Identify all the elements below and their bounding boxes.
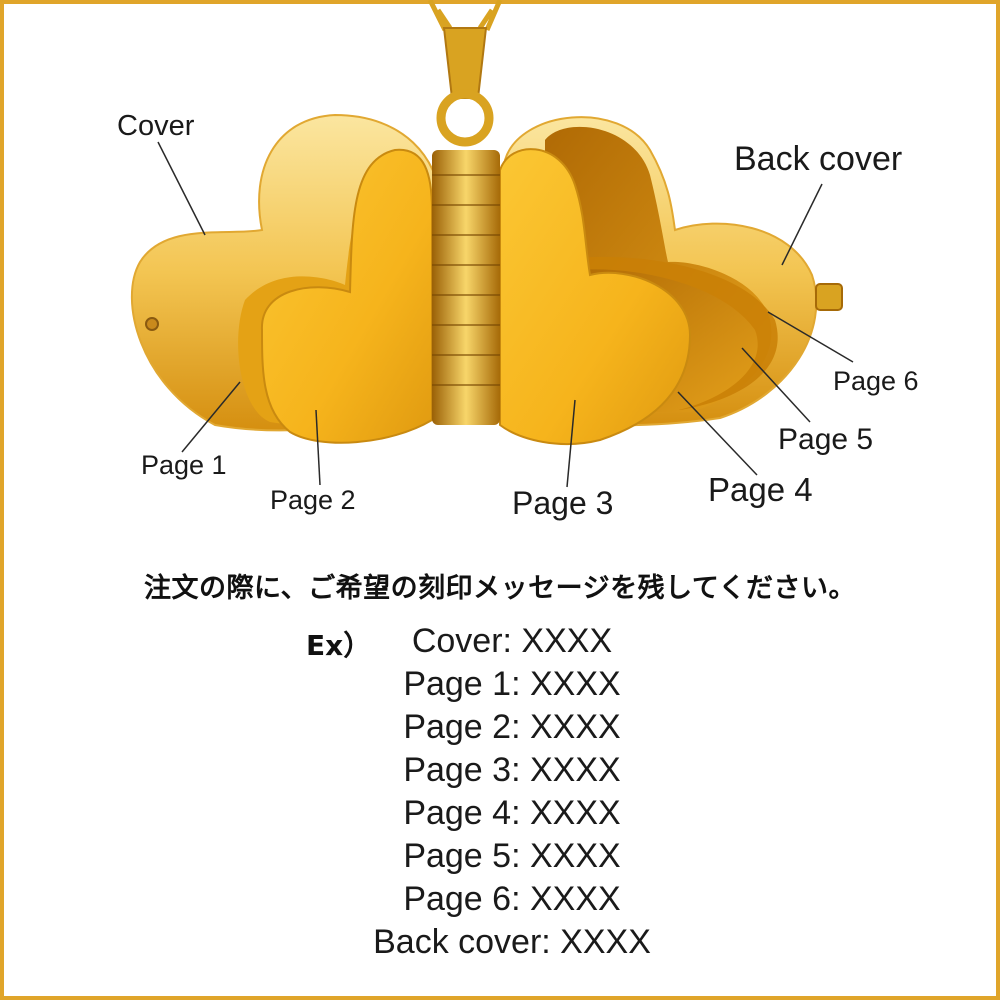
- back-clasp: [815, 283, 843, 311]
- cover-clasp: [145, 317, 159, 331]
- example-line-page-1: Page 1: XXXX: [403, 665, 621, 703]
- jump-ring: [436, 89, 494, 147]
- bail: [442, 27, 488, 99]
- example-line-page-5: Page 5: XXXX: [403, 837, 621, 875]
- example-line-page-6: Page 6: XXXX: [403, 880, 621, 918]
- page-2-leaf: [260, 148, 433, 444]
- leader-lines: [157, 141, 854, 488]
- label-page-3: Page 3: [512, 485, 614, 521]
- chain: [427, 0, 503, 32]
- example-line-page-3: Page 3: XXXX: [403, 751, 621, 789]
- example-label: Ex）: [306, 629, 372, 662]
- label-cover: Cover: [117, 110, 195, 142]
- example-line-page-4: Page 4: XXXX: [403, 794, 621, 832]
- label-back-cover: Back cover: [734, 140, 903, 178]
- engraving-instruction: 注文の際に、ご希望の刻印メッセージを残してください。: [143, 573, 857, 604]
- page-3-leaf: [499, 148, 692, 446]
- label-page-5: Page 5: [778, 423, 874, 456]
- example-line-back-cover: Back cover: XXXX: [373, 923, 651, 961]
- label-page-2: Page 2: [270, 485, 356, 515]
- heart-locket-illustration: [130, 0, 854, 488]
- example-line-cover: Cover: XXXX: [411, 622, 613, 660]
- hinge-knuckles: [432, 174, 500, 386]
- example-line-page-2: Page 2: XXXX: [403, 708, 621, 746]
- hinge: [432, 150, 500, 425]
- label-page-6: Page 6: [833, 366, 919, 396]
- label-page-1: Page 1: [141, 450, 227, 480]
- label-page-4: Page 4: [708, 471, 813, 508]
- example-list: Cover: XXXX Page 1: XXXX Page 2: XXXX Pa…: [0, 620, 1000, 964]
